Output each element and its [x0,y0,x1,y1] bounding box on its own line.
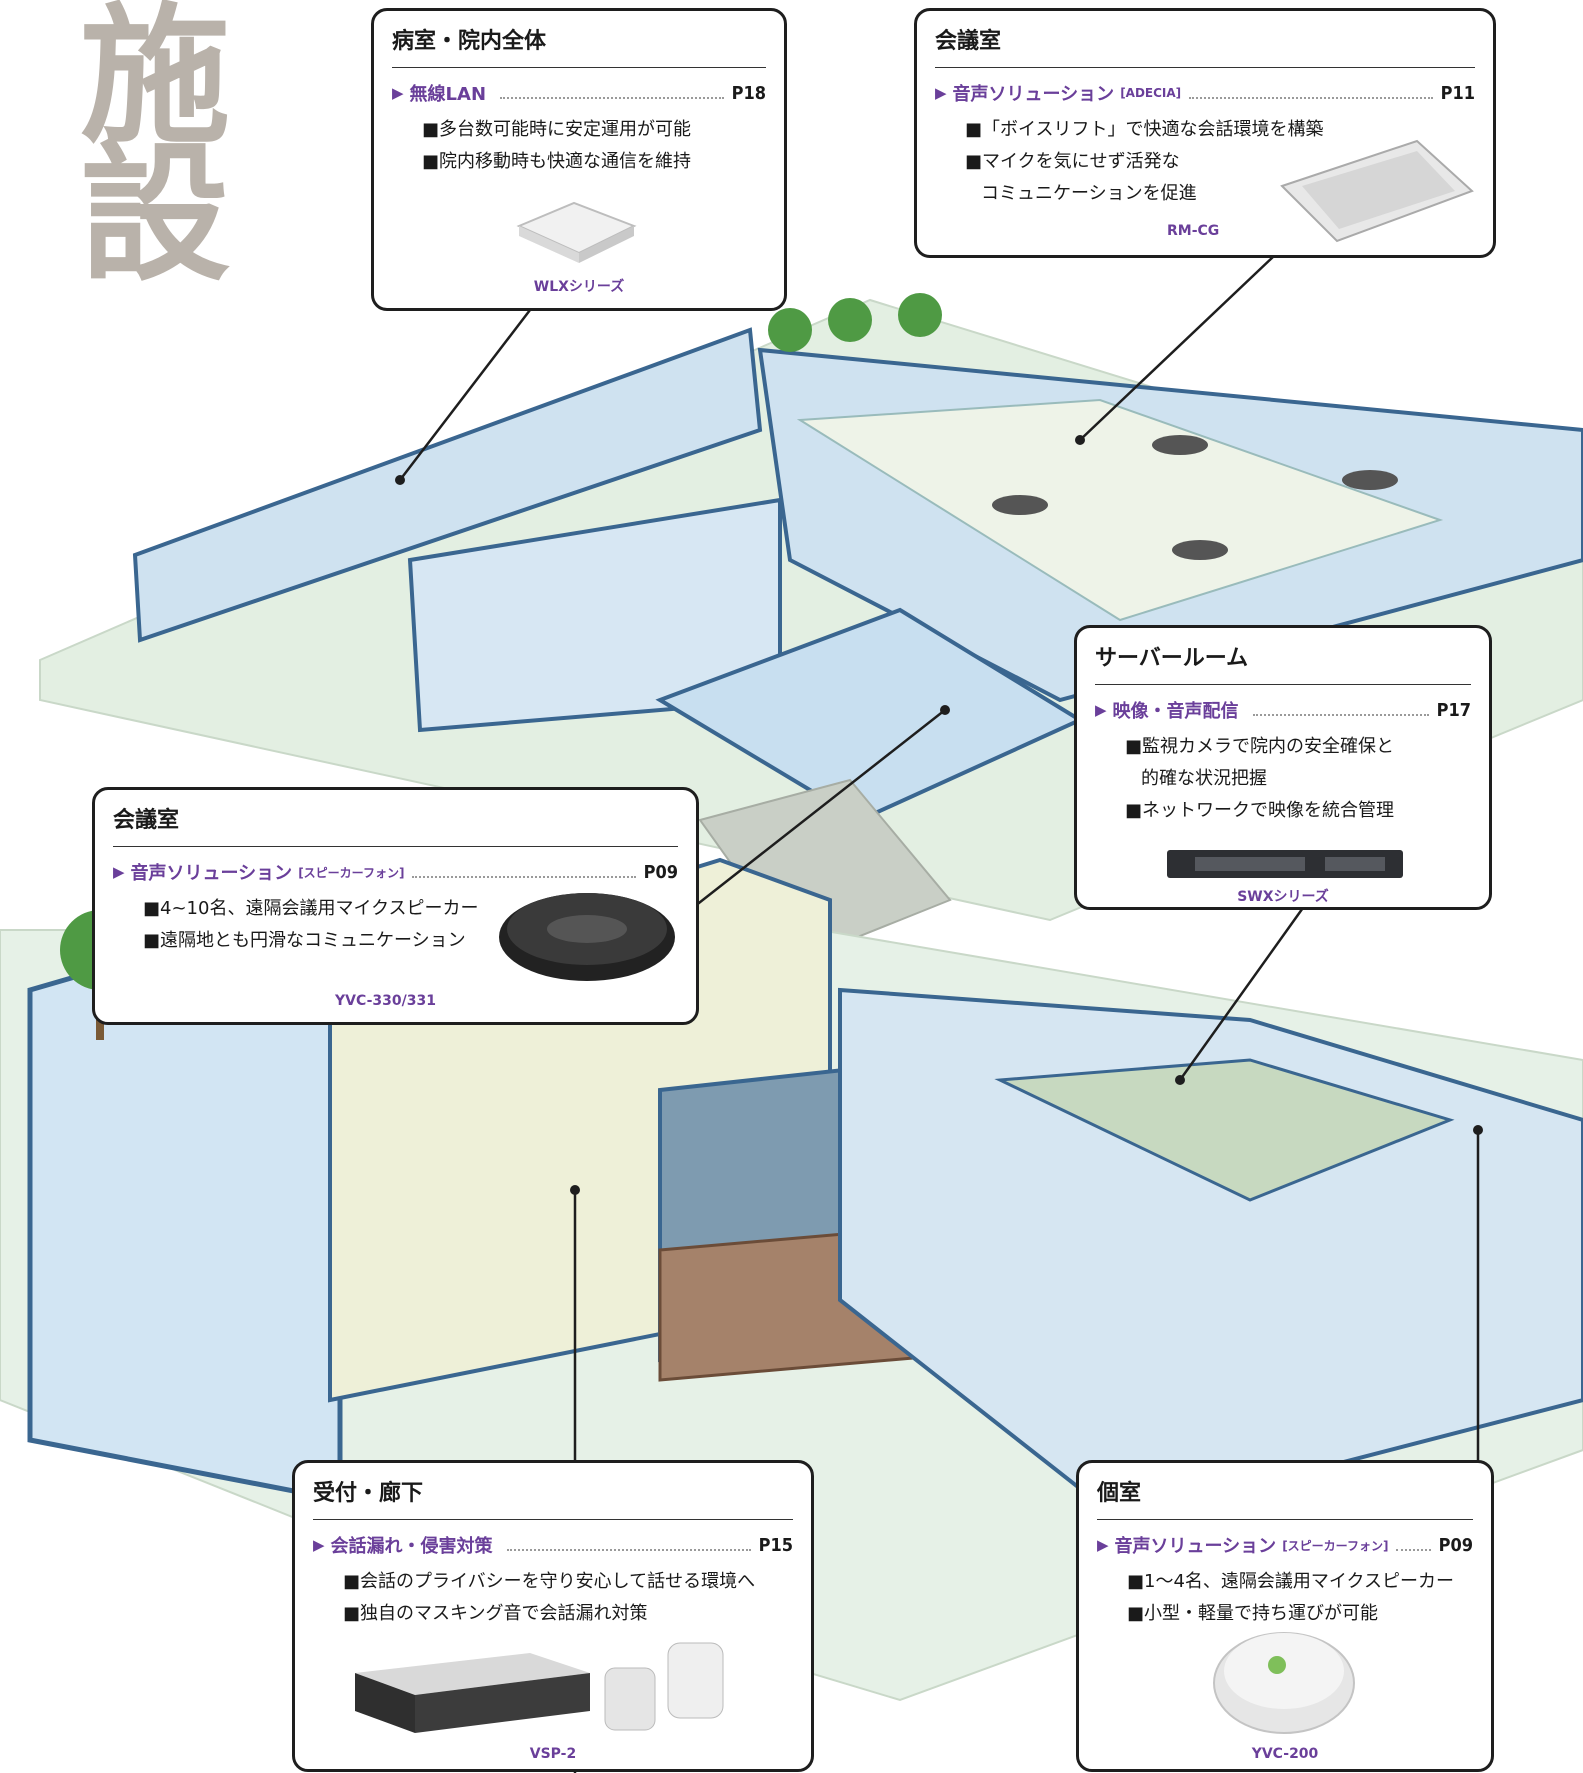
bullet: ■マイクを気にせず活発な [965,151,1180,172]
model-name: WLXシリーズ [533,279,625,295]
page-ref: P11 [1440,82,1475,104]
solution-row[interactable]: ▶ 会話漏れ・侵害対策 P15 [313,1532,793,1558]
portable-speakerphone-icon [1213,1632,1355,1734]
bullet-continued: 的確な状況把握 [1141,768,1267,789]
leader-dots [1189,87,1433,99]
model-name: SWXシリーズ [1237,889,1329,905]
bullet: ■院内移動時も快適な通信を維持 [422,151,692,172]
leader-line-meeting-top [1079,254,1276,441]
page-title-char-1: 施 [80,0,231,164]
bullet: ■会話のプライバシーを守り安心して話せる環境へ [343,1571,756,1592]
solution-label: 無線LAN [409,84,487,105]
leader-dots [1396,1539,1431,1551]
solution-label: 会話漏れ・侵害対策 [330,1536,493,1557]
solution-row[interactable]: ▶ 音声ソリューション [スピーカーフォン] P09 [113,859,678,885]
bullet: ■小型・軽量で持ち運びが可能 [1127,1603,1379,1624]
triangle-icon: ▶ [1095,701,1107,719]
solution-label: 音声ソリューション [130,863,293,884]
callout-heading: 会議室 [113,802,678,847]
solution-label: 音声ソリューション [1114,1536,1277,1557]
solution-row[interactable]: ▶ 音声ソリューション [ADECIA] P11 [935,80,1475,106]
upper-wing-wall [132,327,763,643]
bullet: ■独自のマスキング音で会話漏れ対策 [343,1603,648,1624]
leader-line-server [1178,904,1307,1081]
leader-dots [506,1539,751,1551]
callout-ward: 病室・院内全体 ▶ 無線LAN P18 ■多台数可能時に安定運用が可能 ■院内移… [371,8,787,311]
page-ref: P09 [643,861,678,883]
solution-row[interactable]: ▶ 映像・音声配信 P17 [1095,697,1471,723]
callout-heading: 病室・院内全体 [392,23,766,68]
solution-sub: [スピーカーフォン] [1282,1538,1389,1553]
bullet: ■ネットワークで映像を統合管理 [1125,800,1395,821]
callout-heading: サーバールーム [1095,640,1471,685]
bullet: ■遠隔地とも円滑なコミュニケーション [143,930,466,951]
solution-row[interactable]: ▶ 無線LAN P18 [392,80,766,106]
bullet: ■監視カメラで院内の安全確保と [1125,736,1395,757]
callout-meeting-top: 会議室 ▶ 音声ソリューション [ADECIA] P11 ■「ボイスリフト」で快… [914,8,1496,258]
bullet-continued: コミュニケーションを促進 [981,183,1197,204]
speech-privacy-system-icon [355,1642,724,1733]
wlx-access-point-icon [516,201,637,263]
model-name: VSP-2 [529,1746,577,1762]
callout-private: 個室 ▶ 音声ソリューション [スピーカーフォン] P09 ■1～4名、遠隔会議… [1076,1460,1494,1772]
callout-meeting-left: 会議室 ▶ 音声ソリューション [スピーカーフォン] P09 ■4~10名、遠隔… [92,787,699,1025]
page-ref: P09 [1438,1534,1473,1556]
network-switch-icon [1167,850,1403,878]
page-ref: P17 [1436,699,1471,721]
triangle-icon: ▶ [392,84,404,102]
conference-hall-floor [796,398,1444,622]
solution-sub: [ADECIA] [1120,86,1182,100]
bullet: ■多台数可能時に安定運用が可能 [422,119,692,140]
ceiling-microphone-icon [1280,139,1474,243]
solution-label: 映像・音声配信 [1112,701,1239,722]
triangle-icon: ▶ [113,863,125,881]
callout-heading: 個室 [1097,1475,1473,1520]
page-ref: P18 [731,82,766,104]
leader-line-ward [399,309,531,481]
bullet: ■「ボイスリフト」で快適な会話環境を構築 [965,119,1324,140]
triangle-icon: ▶ [1097,1536,1109,1554]
solution-label: 音声ソリューション [952,84,1115,105]
solution-row[interactable]: ▶ 音声ソリューション [スピーカーフォン] P09 [1097,1532,1473,1558]
model-name: RM-CG [1167,223,1220,239]
page-title-char-2: 設 [80,128,231,302]
bullet: ■4~10名、遠隔会議用マイクスピーカー [143,898,479,919]
solution-sub: [スピーカーフォン] [298,865,405,880]
triangle-icon: ▶ [313,1536,325,1554]
callout-heading: 会議室 [935,23,1475,68]
leader-dots [412,866,636,878]
bullet: ■1～4名、遠隔会議用マイクスピーカー [1127,1571,1455,1592]
speakerphone-icon [499,893,675,981]
leader-line-meeting-left [689,709,946,911]
callout-server: サーバールーム ▶ 映像・音声配信 P17 ■監視カメラで院内の安全確保と 的確… [1074,625,1492,910]
leader-dots [500,87,724,99]
page-ref: P15 [758,1534,793,1556]
callout-heading: 受付・廊下 [313,1475,793,1520]
model-name: YVC-200 [1251,1746,1319,1762]
callout-reception: 受付・廊下 ▶ 会話漏れ・侵害対策 P15 ■会話のプライバシーを守り安心して話… [292,1460,814,1772]
leader-dots [1252,704,1429,716]
model-name: YVC-330/331 [335,993,436,1009]
triangle-icon: ▶ [935,84,947,102]
server-room-floor [994,1058,1455,1202]
